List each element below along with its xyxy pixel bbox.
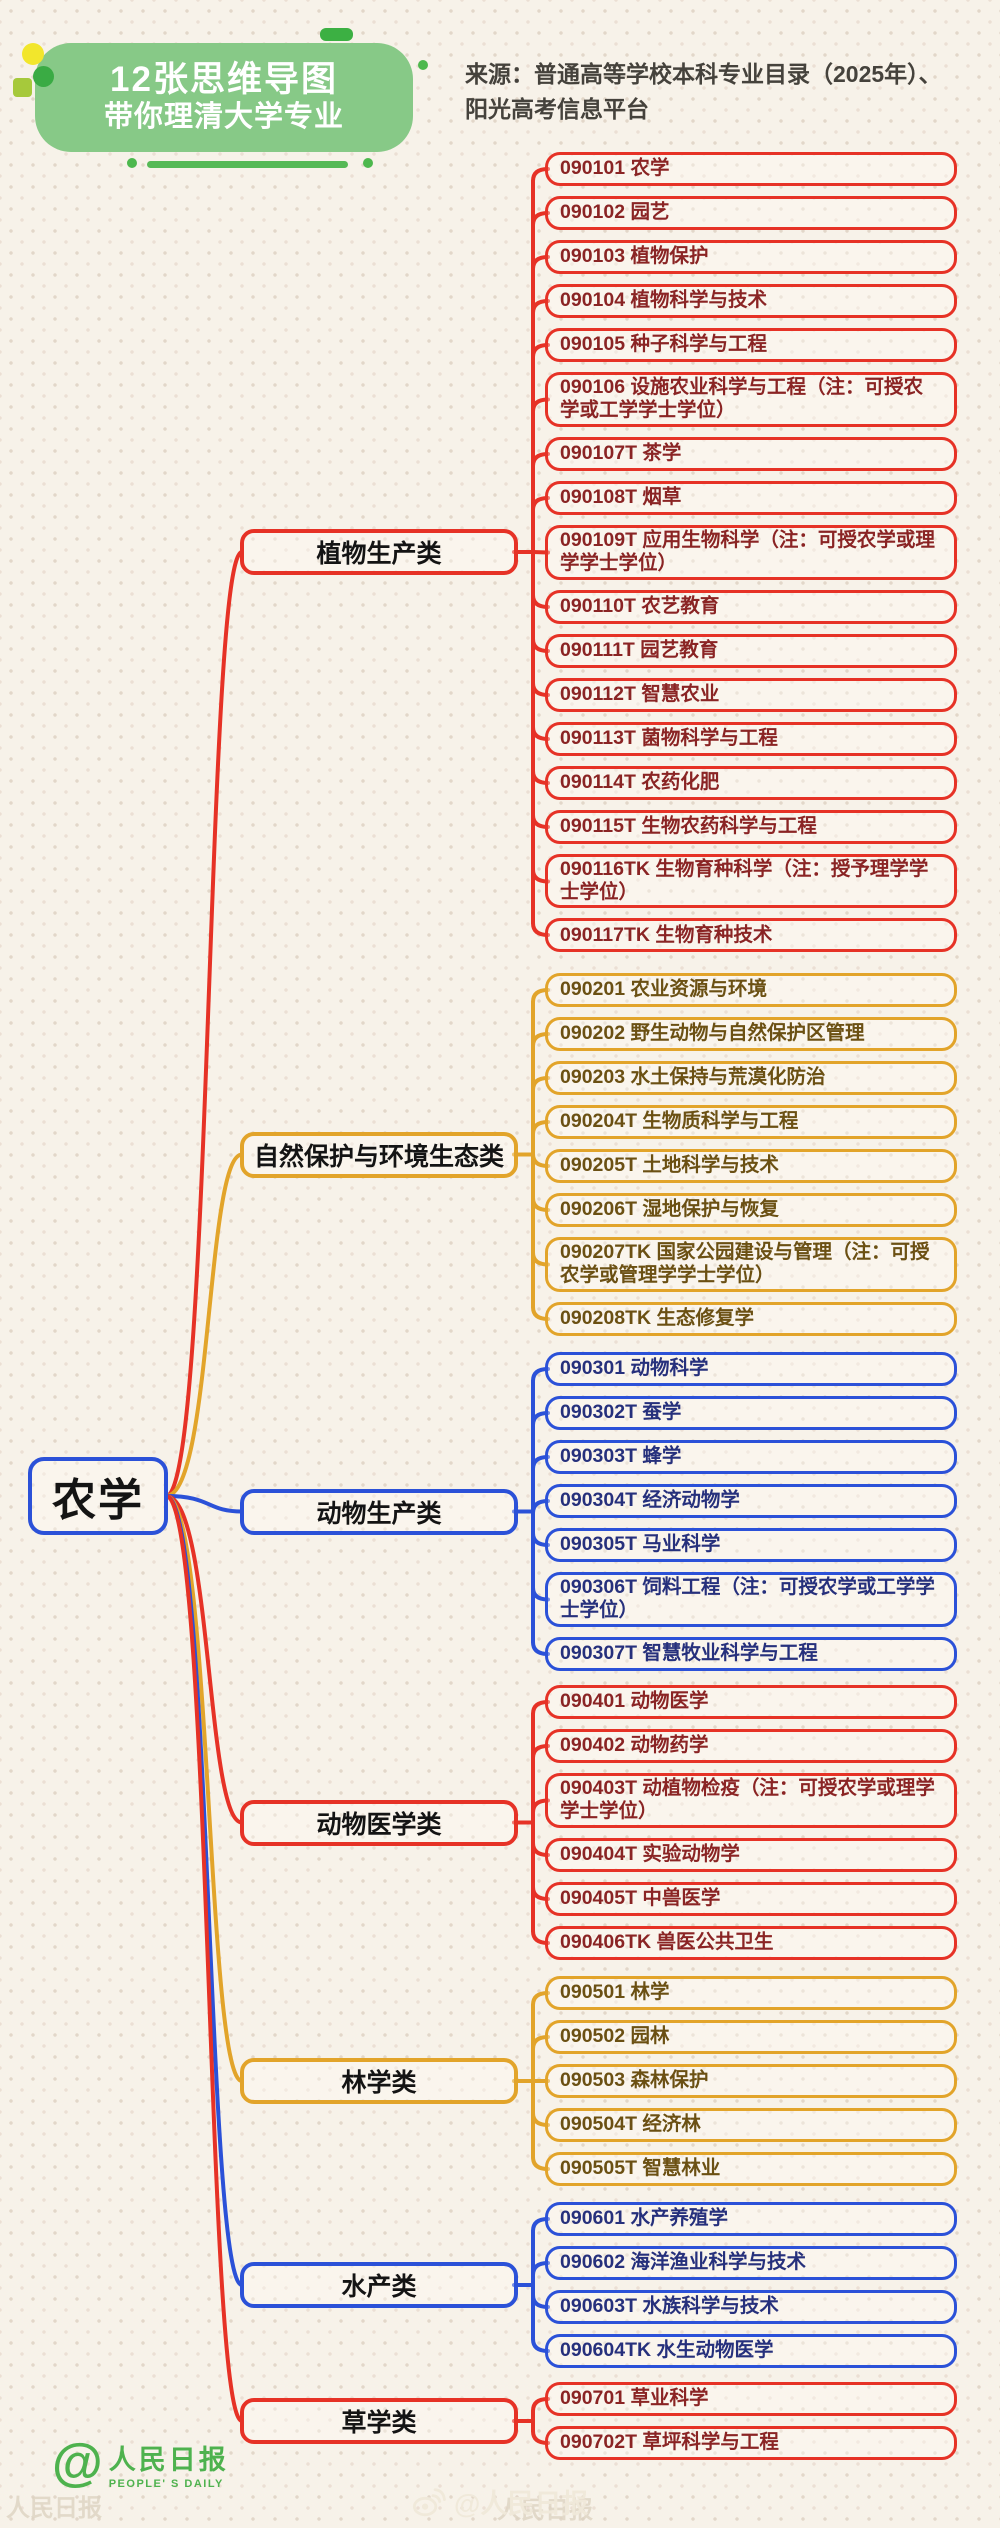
weibo-watermark-text: @人民日报 — [454, 2489, 589, 2519]
major-item: 090307T 智慧牧业科学与工程 — [545, 1636, 957, 1671]
major-item: 090101 农学 — [545, 152, 957, 186]
branch-3-leaves: 090401 动物医学 090402 动物药学 090403T 动植物检疫（注：可授… — [545, 1685, 957, 1960]
faint-watermark-center: 人民日报 — [497, 2497, 593, 2524]
source-line2: 阳光高考信息平台 — [465, 95, 649, 122]
major-item: 090204T 生物质科学与工程 — [545, 1105, 957, 1139]
major-item: 090403T 动植物检疫（注：可授农学或理学学士学位） — [545, 1773, 957, 1828]
branch-0-leaves: 090101 农学 090102 园艺 090103 植物保护 090104 植物科学… — [545, 152, 957, 953]
major-item: 090105 种子科学与工程 — [545, 328, 957, 362]
title-line2: 带你理清大学专业 — [103, 101, 344, 134]
major-item: 090304T 经济动物学 — [545, 1484, 957, 1518]
deco-olive-square — [13, 78, 32, 97]
logo-subtitle: PEOPLE' S DAILY — [108, 2477, 224, 2490]
major-item: 090604TK 水生动物医学 — [545, 2334, 957, 2368]
branch-6-leaves: 090701 草业科学 090702T 草坪科学与工程 — [545, 2382, 957, 2460]
source-text: 来源：普通高等学校本科专业目录（2025年）、 阳光高考信息平台 — [465, 57, 1000, 126]
branch-label-4: 林学类 — [240, 2058, 518, 2104]
branch-label-0: 植物生产类 — [240, 529, 518, 575]
major-item: 090301 动物科学 — [545, 1352, 957, 1386]
major-item: 090405T 中兽医学 — [545, 1881, 957, 1916]
major-item: 090202 野生动物与自然保护区管理 — [545, 1017, 957, 1051]
major-item: 090306T 饲料工程（注：可授农学或工学学士学位） — [545, 1572, 957, 1627]
branch-1-leaves: 090201 农业资源与环境 090202 野生动物与自然保护区管理 090203 … — [545, 973, 957, 1336]
major-item: 090104 植物科学与技术 — [545, 284, 957, 318]
major-item: 090115T 生物农药科学与工程 — [545, 809, 957, 844]
deco-yellow-dot — [22, 43, 44, 65]
major-item: 090114T 农药化肥 — [545, 765, 957, 800]
major-item: 090205T 土地科学与技术 — [545, 1149, 957, 1183]
major-item: 090505T 智慧林业 — [545, 2152, 957, 2186]
title-line1: 12张思维导图 — [110, 59, 338, 99]
branch-4-leaves: 090501 林学 090502 园林 090503 森林保护 090504T 经济林… — [545, 1976, 957, 2186]
badge-underline — [147, 161, 348, 168]
major-item: 090109T 应用生物科学（注：可授农学或理学学士学位） — [545, 524, 957, 580]
at-icon: @ — [52, 2434, 103, 2492]
peoples-daily-logo: @ 人民日报 PEOPLE' S DAILY — [52, 2434, 229, 2492]
major-item: 090701 草业科学 — [545, 2382, 957, 2416]
major-item: 090116TK 生物育种科学（注：授予理学学士学位） — [545, 853, 957, 909]
major-item: 090107T 茶学 — [545, 436, 957, 471]
deco-small-dot-bottom-left — [127, 158, 137, 168]
major-item: 090603T 水族科学与技术 — [545, 2290, 957, 2324]
major-item: 090102 园艺 — [545, 196, 957, 230]
weibo-icon — [412, 2487, 446, 2516]
major-item: 090503 森林保护 — [545, 2064, 957, 2098]
logo-name: 人民日报 — [108, 2445, 229, 2475]
major-item: 090303T 蜂学 — [545, 1440, 957, 1474]
major-item: 090207TK 国家公园建设与管理（注：可授农学或管理学学士学位） — [545, 1237, 957, 1292]
major-item: 090108T 烟草 — [545, 480, 957, 515]
major-item: 090201 农业资源与环境 — [545, 973, 957, 1007]
major-item: 090402 动物药学 — [545, 1729, 957, 1763]
major-item: 090112T 智慧农业 — [545, 677, 957, 712]
major-item: 090117TK 生物育种技术 — [545, 918, 957, 953]
deco-green-dot — [33, 66, 54, 87]
major-item: 090110T 农艺教育 — [545, 589, 957, 624]
major-item: 090113T 菌物科学与工程 — [545, 721, 957, 756]
branch-label-1: 自然保护与环境生态类 — [240, 1131, 518, 1178]
branch-label-2: 动物生产类 — [240, 1488, 518, 1535]
root-node: 农学 — [28, 1457, 168, 1535]
major-item: 090404T 实验动物学 — [545, 1837, 957, 1872]
branch-2-leaves: 090301 动物科学 090302T 蚕学 090303T 蜂学 090304T 经… — [545, 1352, 957, 1671]
major-item: 090602 海洋渔业科学与技术 — [545, 2246, 957, 2280]
deco-small-dot-right — [418, 60, 428, 70]
major-item: 090106 设施农业科学与工程（注：可授农学或工学学士学位） — [545, 372, 957, 427]
faint-watermark-left: 人民日报 — [6, 2495, 102, 2522]
major-item: 090501 林学 — [545, 1976, 957, 2010]
branch-label-5: 水产类 — [240, 2262, 518, 2308]
major-item: 090103 植物保护 — [545, 240, 957, 274]
major-item: 090601 水产养殖学 — [545, 2202, 957, 2236]
branch-5-leaves: 090601 水产养殖学 090602 海洋渔业科学与技术 090603T 水族科学… — [545, 2202, 957, 2368]
major-item: 090502 园林 — [545, 2020, 957, 2054]
major-item: 090206T 湿地保护与恢复 — [545, 1193, 957, 1227]
major-item: 090302T 蚕学 — [545, 1396, 957, 1430]
major-item: 090111T 园艺教育 — [545, 633, 957, 668]
branch-label-6: 草学类 — [240, 2398, 518, 2444]
weibo-watermark: @人民日报 — [412, 2482, 588, 2521]
major-item: 090305T 马业科学 — [545, 1528, 957, 1562]
major-item: 090203 水土保持与荒漠化防治 — [545, 1061, 957, 1095]
title-badge: 12张思维导图 带你理清大学专业 — [35, 43, 413, 152]
major-item: 090504T 经济林 — [545, 2108, 957, 2142]
deco-small-dot-bottom-right — [363, 158, 373, 168]
major-item: 090208TK 生态修复学 — [545, 1301, 957, 1336]
source-line1: 来源：普通高等学校本科专业目录（2025年）、 — [465, 61, 942, 87]
deco-green-pill — [320, 28, 353, 41]
major-item: 090702T 草坪科学与工程 — [545, 2426, 957, 2460]
branch-label-3: 动物医学类 — [240, 1799, 518, 1846]
major-item: 090406TK 兽医公共卫生 — [545, 1925, 957, 1960]
major-item: 090401 动物医学 — [545, 1685, 957, 1719]
